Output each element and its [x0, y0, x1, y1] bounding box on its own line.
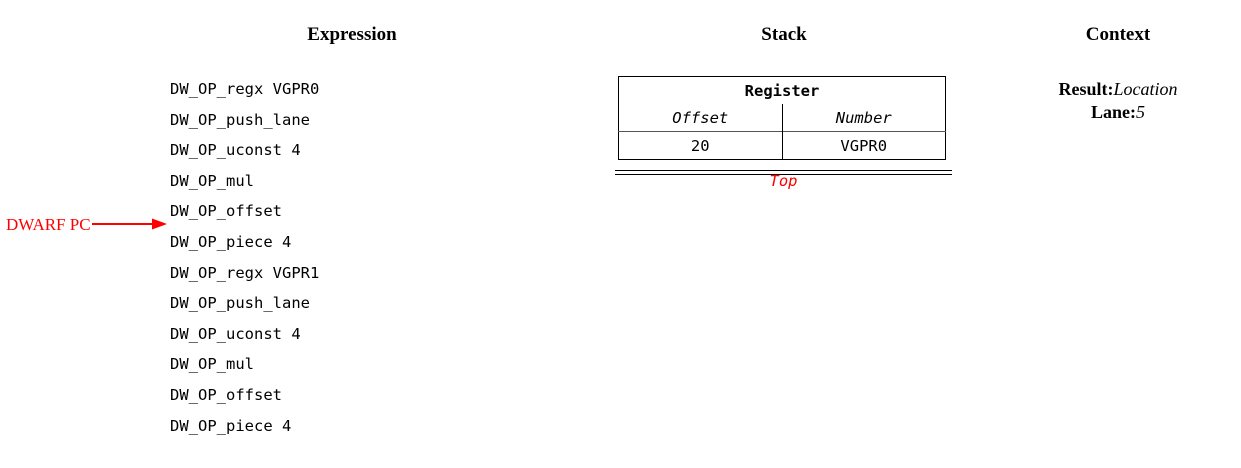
dwarf-pc-label: DWARF PC [6, 214, 91, 234]
context-value-result: Location [1113, 79, 1178, 99]
context-entry-result: Result:Location [1018, 78, 1218, 101]
expression-line: DW_OP_uconst 4 [170, 324, 301, 343]
table-group-header-row: Register [619, 77, 946, 105]
expression-line: DW_OP_offset [170, 202, 282, 221]
expression-line: DW_OP_piece 4 [170, 416, 292, 435]
stack-base-rule [615, 170, 952, 175]
context-block: Result:Location Lane:5 [1018, 78, 1218, 124]
column-heading-context: Context [1085, 24, 1151, 45]
dwarf-pc-marker: DWARF PC [6, 211, 168, 237]
expression-line: DW_OP_regx VGPR0 [170, 80, 320, 98]
stack-group-header: Register [744, 81, 820, 100]
expression-list: DW_OP_regx VGPR0 DW_OP_push_lane DW_OP_u… [170, 74, 500, 441]
table-row: 20 VGPR0 [618, 131, 946, 160]
expression-line: DW_OP_offset [170, 385, 282, 404]
context-entry-lane: Lane:5 [1018, 101, 1218, 124]
expression-line: DW_OP_uconst 4 [170, 141, 301, 160]
column-header-offset: Offset [618, 104, 783, 132]
expression-line: DW_OP_push_lane [170, 294, 310, 313]
stack-top-caption: Top [769, 172, 798, 190]
right-arrow-icon [91, 218, 167, 230]
expression-line: DW_OP_regx VGPR1 [170, 263, 320, 282]
context-value-lane: 5 [1136, 102, 1145, 122]
table-header-row: Offset Number [618, 104, 946, 132]
stack-table-wrapper: Register Offset Number 20 VGPR0 [618, 76, 946, 160]
expression-line: DW_OP_push_lane [170, 110, 310, 129]
cell-number: VGPR0 [782, 131, 946, 160]
context-key-lane: Lane: [1091, 102, 1136, 122]
context-key-result: Result: [1058, 79, 1114, 99]
expression-line: DW_OP_mul [170, 355, 254, 374]
expression-line: DW_OP_mul [170, 171, 254, 190]
column-header-number: Number [835, 108, 892, 127]
expression-line: DW_OP_piece 4 [170, 232, 292, 251]
column-heading-expression: Expression [307, 24, 397, 45]
cell-offset: 20 [618, 131, 783, 160]
stack-table: Register Offset Number 20 VGPR0 [618, 76, 946, 160]
column-heading-stack: Stack [761, 24, 807, 45]
